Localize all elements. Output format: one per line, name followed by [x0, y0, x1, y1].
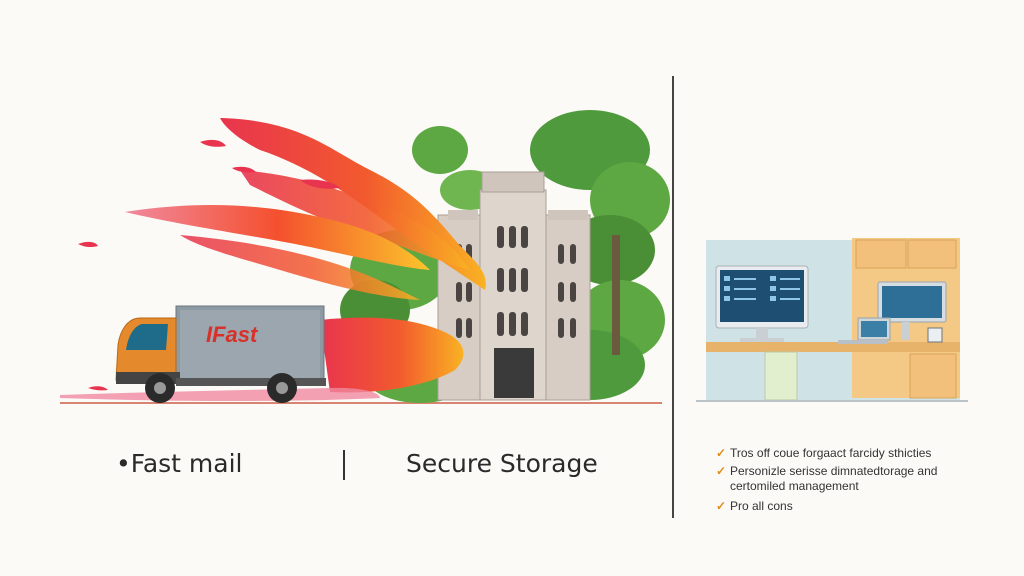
- feature-text-2: Personizle serisse dimnatedtorage and: [730, 464, 938, 478]
- office-scene: [696, 238, 968, 402]
- feature-text-1: Tros off coue forgaact farcidy sthicties: [730, 446, 932, 460]
- feature-text-2-continued: certomiled management: [730, 479, 859, 493]
- feature-item-1: ✓Tros off coue forgaact farcidy sthictie…: [716, 446, 931, 461]
- feature-text-3: Pro all cons: [730, 499, 793, 513]
- caption-divider: [343, 450, 345, 480]
- delivery-truck: IFast: [115, 305, 326, 403]
- flame-trails: [60, 118, 486, 401]
- secure-storage-caption: Secure Storage: [406, 449, 598, 478]
- castle-building: [437, 171, 591, 401]
- check-icon: ✓: [716, 446, 727, 460]
- check-icon: ✓: [716, 464, 727, 478]
- feature-item-3: ✓Pro all cons: [716, 499, 793, 514]
- fast-mail-caption: •Fast mail: [116, 449, 243, 478]
- truck-logo: IFast: [206, 322, 259, 347]
- vertical-divider: [672, 76, 674, 518]
- check-icon: ✓: [716, 499, 727, 513]
- feature-item-2: ✓Personizle serisse dimnatedtorage and: [716, 464, 956, 479]
- feature-item-2-continued: certomiled management: [730, 479, 859, 494]
